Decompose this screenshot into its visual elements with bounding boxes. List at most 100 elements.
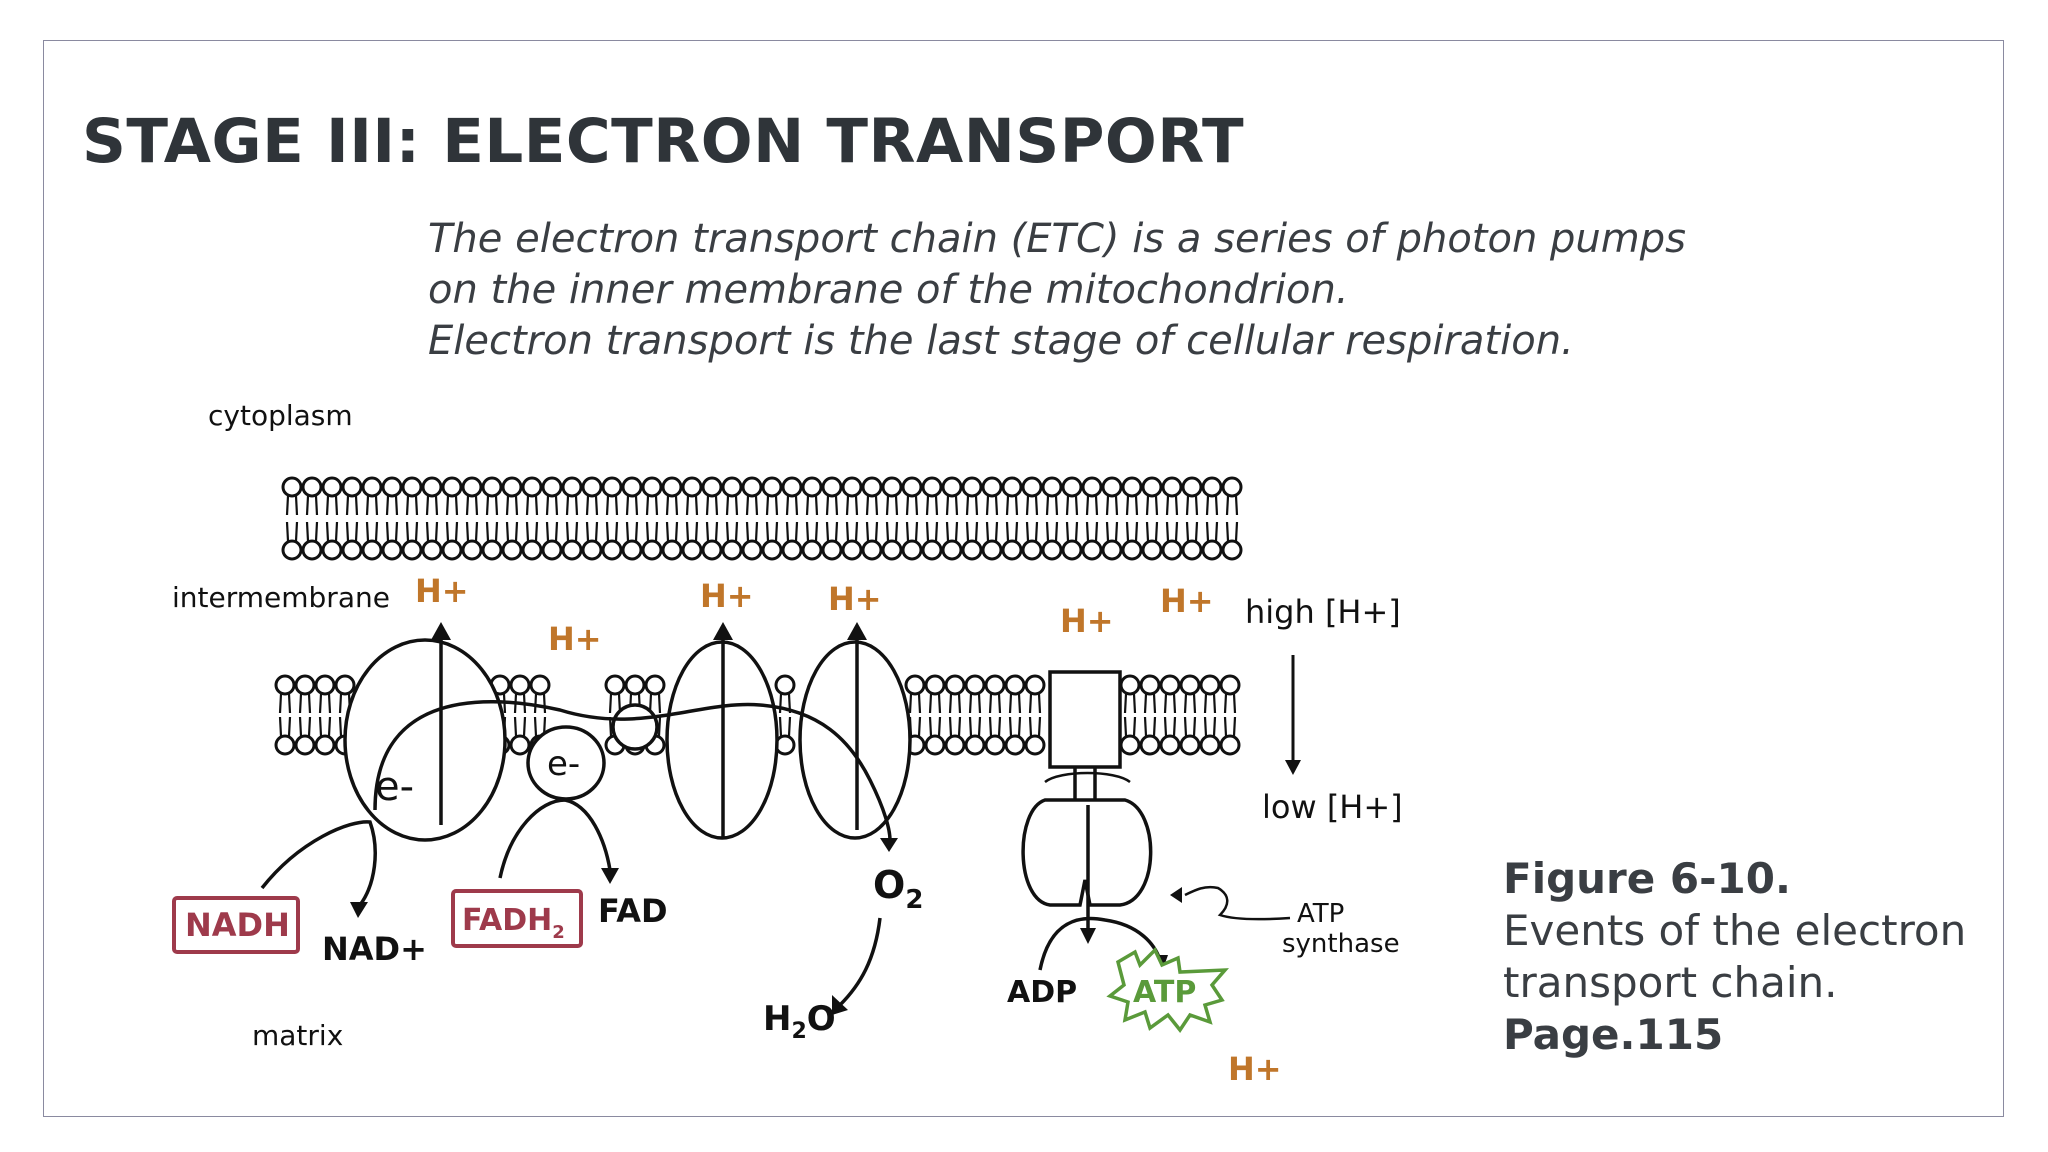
phospholipid-head [1061, 539, 1083, 561]
phospholipid-head [984, 674, 1006, 696]
phospholipid-head [601, 476, 623, 498]
phospholipid-head [529, 674, 551, 696]
nad-label: NAD+ [322, 930, 427, 968]
phospholipid-tail [905, 521, 919, 542]
phospholipid-tail [625, 521, 639, 542]
phospholipid-head [1101, 476, 1123, 498]
proton-label: H+ [1228, 1050, 1282, 1088]
fadh2-label: FADH2 [462, 903, 565, 943]
phospholipid-tail [565, 495, 579, 516]
phospholipid-tail [745, 521, 759, 542]
phospholipid-tail [988, 693, 1002, 714]
phospholipid-tail [318, 693, 332, 714]
phospholipid-head [1001, 476, 1023, 498]
phospholipid-tail [1145, 521, 1159, 542]
phospholipid-head [294, 674, 316, 696]
phospholipid-tail [1028, 693, 1042, 714]
phospholipid-head [641, 476, 663, 498]
phospholipid-tail [1085, 495, 1099, 516]
phospholipid-head [441, 539, 463, 561]
proton-label: H+ [415, 572, 469, 610]
phospholipid-head [481, 539, 503, 561]
arrowhead [880, 838, 898, 852]
phospholipid-head [381, 539, 403, 561]
phospholipid-tail [1085, 521, 1099, 542]
phospholipid-head [881, 476, 903, 498]
phospholipid-tail [805, 495, 819, 516]
phospholipid-head [841, 476, 863, 498]
phospholipid-tail [325, 521, 339, 542]
atp-synthase [1021, 670, 1153, 930]
phospholipid-head [741, 476, 763, 498]
slide-title: STAGE III: ELECTRON TRANSPORT [82, 106, 1245, 177]
phospholipid-tail [1163, 716, 1177, 737]
phospholipid-head [1219, 734, 1241, 756]
phospholipid-tail [1065, 521, 1079, 542]
atp-synthase-label: synthase [1282, 929, 1400, 959]
phospholipid-tail [928, 716, 942, 737]
phospholipid-tail [1005, 495, 1019, 516]
phospholipid-head [821, 476, 843, 498]
phospholipid-head [1201, 539, 1223, 561]
phospholipid-tail [785, 495, 799, 516]
phospholipid-tail [988, 716, 1002, 737]
phospholipid-tail [1163, 693, 1177, 714]
phospholipid-head [644, 674, 666, 696]
phospholipid-tail [665, 521, 679, 542]
phospholipid-head [1081, 539, 1103, 561]
phospholipid-head [1181, 539, 1203, 561]
phospholipid-head [561, 539, 583, 561]
phospholipid-head [1159, 734, 1181, 756]
phospholipid-tail [625, 495, 639, 516]
phospholipid-tail [285, 495, 299, 516]
phospholipid-tail [845, 495, 859, 516]
phospholipid-tail [485, 521, 499, 542]
phospholipid-head [721, 476, 743, 498]
phospholipid-head [1139, 674, 1161, 696]
ubiquinone [611, 703, 659, 751]
phospholipid-tail [1105, 495, 1119, 516]
phospholipid-tail [645, 495, 659, 516]
phospholipid-tail [1205, 521, 1219, 542]
phospholipid-head [1141, 476, 1163, 498]
phospholipid-head [781, 476, 803, 498]
phospholipid-tail [305, 495, 319, 516]
phospholipid-tail [345, 521, 359, 542]
phospholipid-tail [278, 716, 292, 737]
phospholipid-tail [1223, 693, 1237, 714]
phospholipid-head [944, 734, 966, 756]
phospholipid-tail [385, 495, 399, 516]
phospholipid-head [401, 476, 423, 498]
phospholipid-head [941, 539, 963, 561]
phospholipid-tail [1165, 495, 1179, 516]
phospholipid-head [301, 539, 323, 561]
phospholipid-tail [585, 521, 599, 542]
phospholipid-tail [1185, 495, 1199, 516]
phospholipid-head [561, 476, 583, 498]
intro-line: The electron transport chain (ETC) is a … [428, 216, 1686, 262]
arrowhead [350, 902, 368, 918]
phospholipid-tail [945, 495, 959, 516]
phospholipid-head [964, 674, 986, 696]
cytoplasm-label: cytoplasm [208, 399, 353, 432]
phospholipid-tail [1143, 693, 1157, 714]
arrowheads-up [431, 622, 867, 640]
phospholipid-tail [445, 495, 459, 516]
phospholipid-head [1161, 539, 1183, 561]
phospholipid-head [961, 476, 983, 498]
phospholipid-tail [908, 693, 922, 714]
phospholipid-head [774, 674, 796, 696]
phospholipid-tail [1185, 521, 1199, 542]
nadh-box [172, 896, 300, 954]
phospholipid-tail [465, 521, 479, 542]
phospholipid-tail [865, 521, 879, 542]
phospholipid-head [361, 476, 383, 498]
phospholipid-tail [1225, 521, 1239, 542]
phospholipid-head [1081, 476, 1103, 498]
phospholipid-head [1121, 476, 1143, 498]
phospholipid-head [661, 476, 683, 498]
phospholipid-tail [465, 495, 479, 516]
phospholipid-tail [925, 495, 939, 516]
phospholipid-tail [1045, 495, 1059, 516]
phospholipid-head [1021, 476, 1043, 498]
